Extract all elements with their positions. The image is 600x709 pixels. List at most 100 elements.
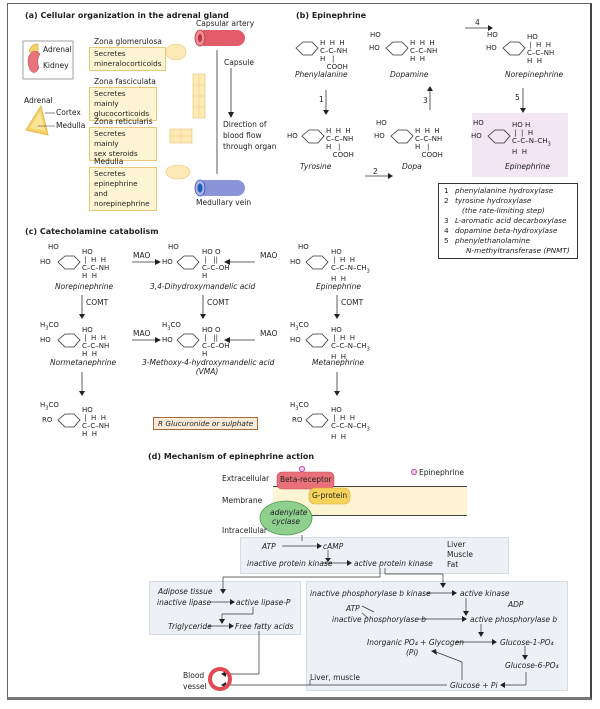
medulla-cells-icon — [165, 164, 191, 180]
benzene-ring-icon — [176, 333, 200, 348]
glucose-6-phosphate: Glucose-6-PO₄ — [505, 661, 559, 670]
compound-epinephrine: Epinephrine — [316, 282, 361, 291]
active-lipase: active lipase-P — [236, 598, 291, 607]
capsular-artery-icon — [197, 30, 245, 46]
benzene-ring-icon — [176, 255, 200, 270]
adipose-title: Adipose tissue — [158, 587, 213, 596]
g-protein-icon — [308, 487, 351, 505]
liver-muscle-label: Liver, muscle — [310, 673, 360, 682]
benzene-ring-icon — [305, 413, 329, 428]
medullary-vein-icon — [197, 180, 245, 196]
region-membrane: Membrane — [222, 496, 263, 505]
zone-box: Secretes mainly sex steroids — [89, 127, 157, 161]
kidney-icon — [27, 51, 41, 73]
atp-label: ATP — [346, 604, 360, 613]
zone-text: glucocorticoids — [94, 109, 150, 118]
mao-label: MAO — [260, 251, 278, 260]
inactive-phosphorylase-b: inactive phosphorylase b — [332, 615, 426, 624]
benzene-ring-icon — [305, 255, 329, 270]
compound-norepinephrine: Norepinephrine — [505, 70, 564, 79]
region-intracellular: Intracellular — [222, 526, 268, 535]
compound-normetanephrine: Normetanephrine — [50, 358, 117, 367]
compound-dhma: 3,4-Dihydroxymandelic acid — [150, 282, 256, 291]
epinephrine-legend-label: Epinephrine — [419, 468, 464, 477]
dopa-ho: HO — [374, 132, 385, 140]
cascade-box — [240, 537, 509, 574]
glucose-pi: Glucose + Pi — [450, 681, 498, 690]
mao-label: MAO — [133, 329, 151, 338]
zone-text: norepinephrine — [94, 199, 150, 208]
active-kinase: active kinase — [460, 589, 510, 598]
step-label: 1 — [319, 95, 324, 104]
zone-name: Zona glomerulosa — [94, 37, 162, 46]
figure-frame — [7, 3, 592, 700]
compound-norepinephrine: Norepinephrine — [55, 282, 114, 291]
tyrosine-ho: HO — [287, 132, 298, 140]
compound-phenylalanine: Phenylalanine — [295, 70, 348, 79]
cortex-label: Cortex — [56, 108, 81, 117]
norepi-ho: HO — [486, 44, 497, 52]
step-label: 3 — [423, 96, 428, 105]
benzene-ring-icon — [305, 333, 329, 348]
mao-label: MAO — [260, 329, 278, 338]
benzene-ring-icon — [57, 413, 81, 428]
liver-box — [306, 581, 568, 691]
epi-ho: HO — [473, 119, 484, 127]
compound-epinephrine: Epinephrine — [505, 162, 550, 171]
dopa-ho: HO — [376, 119, 387, 127]
g-protein-label: G-protein — [312, 491, 348, 500]
zone-box: Secretes epinephrine and norepinephrine — [89, 167, 157, 211]
capsule-label: Capsule — [224, 58, 254, 67]
inactive-protein-kinase: inactive protein kinase — [247, 559, 333, 568]
epinephrine-legend-icon — [410, 468, 418, 476]
pi-label: (Pi) — [406, 648, 419, 657]
benzene-ring-icon — [295, 41, 319, 56]
zone-box: Secretes mineralocorticoids — [89, 47, 166, 71]
adp-label: ADP — [508, 600, 524, 609]
benzene-ring-icon — [390, 129, 414, 144]
inset-kidney-label: Kidney — [43, 61, 69, 70]
r-group-note: R Glucuronide or sulphate — [153, 417, 259, 430]
epinephrine-highlight — [472, 113, 568, 177]
dopamine-ho: HO — [370, 31, 381, 39]
epinephrine-molecule-icon — [298, 465, 306, 473]
flow-arrow-icon — [228, 112, 234, 118]
medulla-label: Medulla — [56, 121, 86, 130]
enzyme-item: N-methyltransferase (PNMT) — [466, 246, 570, 255]
adenylate-cyclase-icon — [259, 500, 313, 536]
panel-c-title: (c) Catecholamine catabolism — [25, 227, 159, 236]
camp-label: cAMP — [323, 542, 344, 551]
zone-text: epinephrine and — [94, 179, 138, 198]
inactive-lipase: inactive lipase — [157, 598, 212, 607]
panel-d-title: (d) Mechanism of epinephrine action — [148, 452, 315, 461]
inset-adrenal-label: Adrenal — [43, 45, 72, 54]
zone-text: mineralocorticoids — [94, 59, 162, 68]
inorganic-glycogen: Inorganic PO₄ + Glycogen — [367, 638, 464, 647]
zone-text: sex steroids — [94, 149, 138, 158]
step-label: 5 — [515, 93, 520, 102]
zone-text: Secretes mainly — [94, 89, 126, 108]
epi-ho: HO — [471, 132, 482, 140]
compound-metanephrine: Metanephrine — [312, 358, 365, 367]
beta-receptor-label: Beta-receptor — [280, 475, 332, 484]
active-protein-kinase: active protein kinase — [354, 559, 433, 568]
panel-b-title: (b) Epinephrine — [296, 11, 367, 20]
comt-label: COMT — [207, 298, 230, 307]
